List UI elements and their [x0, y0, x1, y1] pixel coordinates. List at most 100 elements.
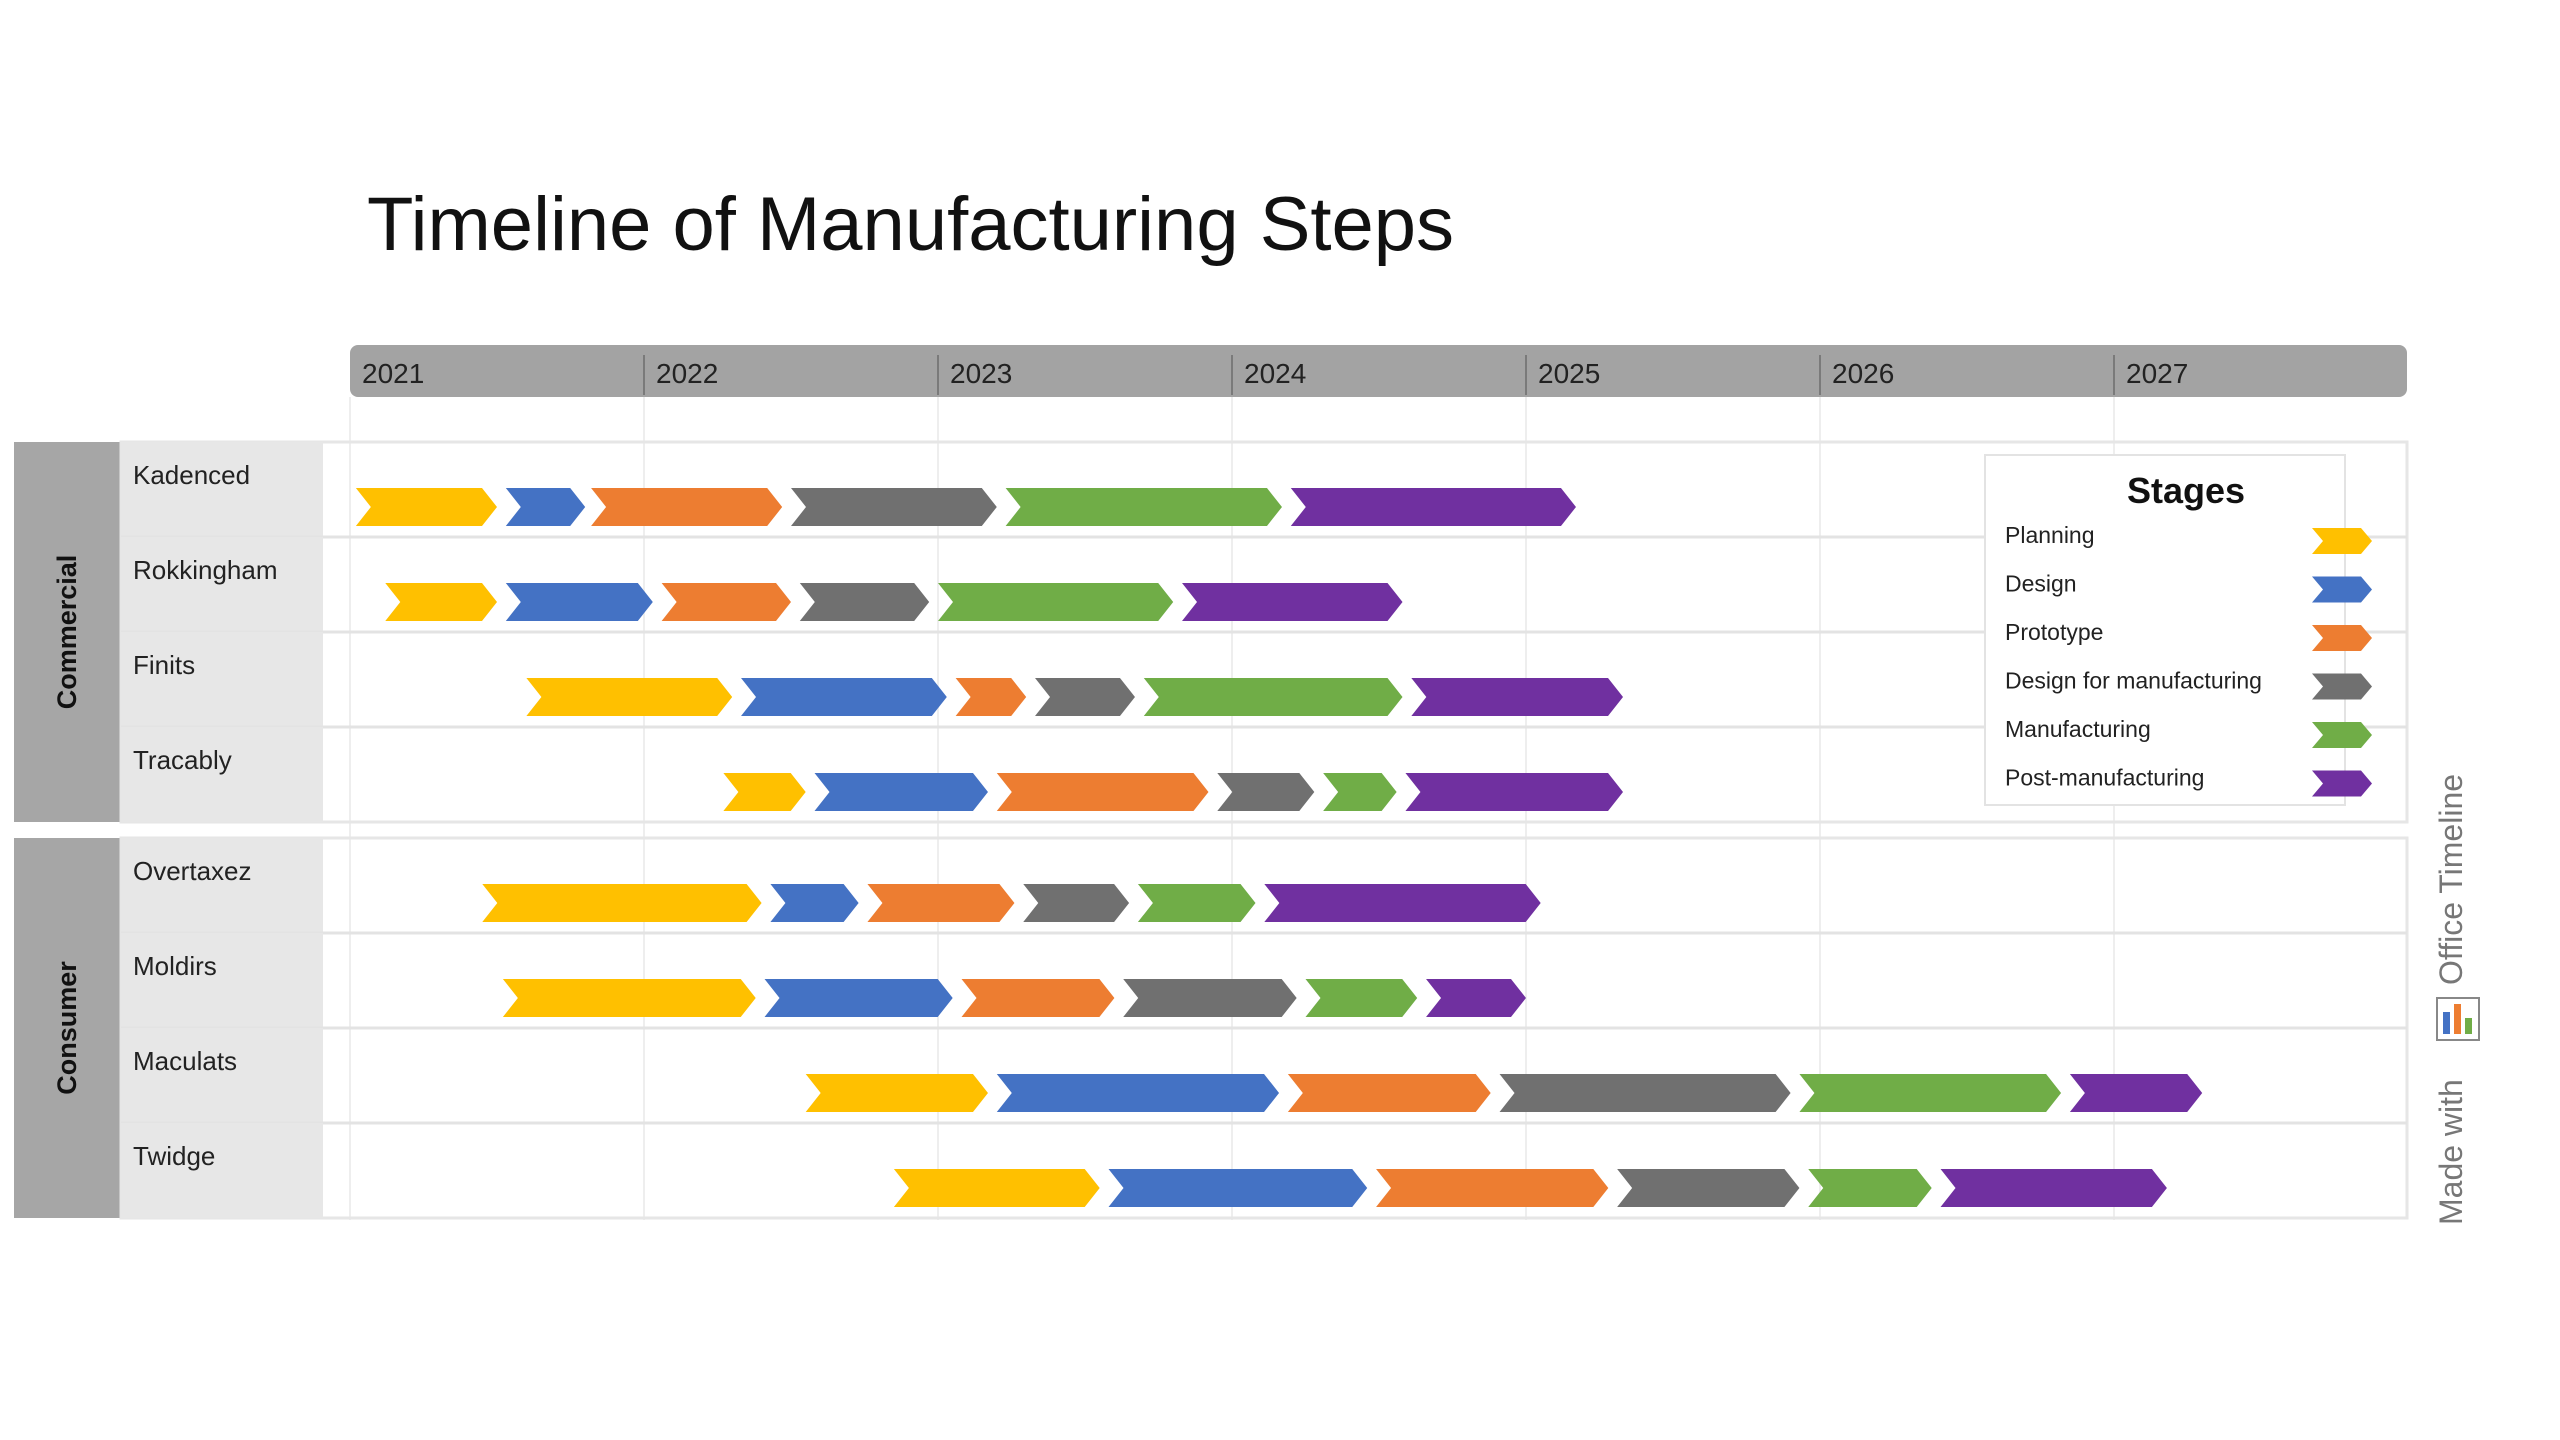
bar-post-manufacturing	[1940, 1169, 2167, 1207]
bar-prototype	[961, 979, 1115, 1017]
bar-design-for-manufacturing	[1035, 678, 1135, 716]
row-label-cell	[121, 1123, 323, 1218]
legend-title: Stages	[2127, 470, 2245, 511]
row-label-cell	[121, 537, 323, 632]
bar-planning	[502, 979, 756, 1017]
bar-design	[505, 583, 653, 621]
bar-design-for-manufacturing	[799, 583, 930, 621]
bar-design	[996, 1074, 1280, 1112]
bar-planning	[482, 884, 762, 922]
row-rokkingham: Rokkingham	[121, 537, 2407, 634]
bar-post-manufacturing	[1264, 884, 1541, 922]
row-moldirs: Moldirs	[121, 933, 2407, 1030]
group-label-cell	[14, 442, 121, 822]
bar-design-for-manufacturing	[1617, 1169, 1800, 1207]
legend-swatch	[2312, 576, 2372, 603]
row-label: Overtaxez	[133, 856, 252, 886]
bar-design	[741, 678, 947, 716]
bar-design	[814, 773, 988, 811]
group-panel-commercial: Commercial	[14, 442, 121, 822]
row-label: Maculats	[133, 1046, 237, 1076]
bar-design-for-manufacturing	[1023, 884, 1130, 922]
bar-planning	[355, 488, 497, 526]
bar-post-manufacturing	[1426, 979, 1526, 1017]
year-label: 2022	[656, 358, 718, 389]
office-timeline-logo-icon	[2436, 997, 2480, 1041]
bar-post-manufacturing	[1411, 678, 1624, 716]
bar-prototype	[661, 583, 791, 621]
bar-prototype	[955, 678, 1027, 716]
row-label: Tracably	[133, 745, 232, 775]
bar-design-for-manufacturing	[1499, 1074, 1791, 1112]
bar-planning	[526, 678, 733, 716]
bar-manufacturing	[1143, 678, 1403, 716]
year-label: 2025	[1538, 358, 1600, 389]
bar-manufacturing	[1808, 1169, 1932, 1207]
bar-post-manufacturing	[1405, 773, 1624, 811]
legend-swatch	[2312, 770, 2372, 797]
bar-design-for-manufacturing	[1123, 979, 1297, 1017]
bar-post-manufacturing	[1182, 583, 1403, 621]
row-label-cell	[121, 442, 323, 537]
legend-label: Design	[2005, 571, 2077, 597]
bar-design	[764, 979, 953, 1017]
bar-design-for-manufacturing	[791, 488, 997, 526]
year-label: 2027	[2126, 358, 2188, 389]
bar-manufacturing	[1323, 773, 1397, 811]
row-label-cell	[121, 727, 323, 822]
row-label: Kadenced	[133, 460, 250, 490]
bar-manufacturing	[1799, 1074, 2062, 1112]
legend-label: Planning	[2005, 522, 2095, 548]
legend-swatch	[2312, 528, 2372, 554]
bar-planning	[385, 583, 497, 621]
chart-title: Timeline of Manufacturing Steps	[367, 182, 1454, 267]
legend-box	[1984, 454, 2346, 806]
row-label-cell	[121, 838, 323, 933]
legend-label: Manufacturing	[2005, 716, 2151, 742]
legend-label: Prototype	[2005, 619, 2103, 645]
credit-prefix: Made with	[2433, 1079, 2469, 1225]
bar-prototype	[996, 773, 1209, 811]
legend-swatch	[2312, 673, 2372, 700]
legend-label: Design for manufacturing	[2005, 668, 2262, 694]
row-label-cell	[121, 632, 323, 727]
row-label: Finits	[133, 650, 195, 680]
bar-prototype	[1287, 1074, 1491, 1112]
legend-label: Post-manufacturing	[2005, 765, 2204, 791]
bar-planning	[893, 1169, 1100, 1207]
bar-post-manufacturing	[2069, 1074, 2203, 1112]
year-label: 2026	[1832, 358, 1894, 389]
year-label: 2021	[362, 358, 424, 389]
row-label-cell	[121, 1028, 323, 1123]
bar-design-for-manufacturing	[1217, 773, 1315, 811]
bar-planning	[805, 1074, 988, 1112]
bar-planning	[723, 773, 806, 811]
bar-design	[770, 884, 859, 922]
bar-post-manufacturing	[1290, 488, 1576, 526]
row-twidge: Twidge	[121, 1123, 2167, 1218]
row-tracably: Tracably	[121, 727, 1624, 822]
year-label: 2023	[950, 358, 1012, 389]
group-label-commercial: Commercial	[52, 555, 82, 710]
row-label: Moldirs	[133, 951, 217, 981]
bar-prototype	[591, 488, 783, 526]
year-labels: 2021 2022 2023 2024 2025 2026 2027	[362, 355, 2188, 395]
bar-design	[505, 488, 586, 526]
bar-design	[1108, 1169, 1368, 1207]
group-panel-consumer: Consumer	[14, 838, 121, 1218]
credit: Made with Office Timeline	[2433, 774, 2480, 1225]
row-label: Twidge	[133, 1141, 215, 1171]
legend-swatch	[2312, 625, 2372, 651]
row-kadenced: Kadenced	[121, 442, 2407, 539]
legend-swatch	[2312, 722, 2372, 748]
bar-manufacturing	[1137, 884, 1256, 922]
year-label: 2024	[1244, 358, 1306, 389]
row-label: Rokkingham	[133, 555, 278, 585]
bar-prototype	[1376, 1169, 1609, 1207]
year-header-bar	[350, 345, 2407, 397]
bar-prototype	[867, 884, 1015, 922]
